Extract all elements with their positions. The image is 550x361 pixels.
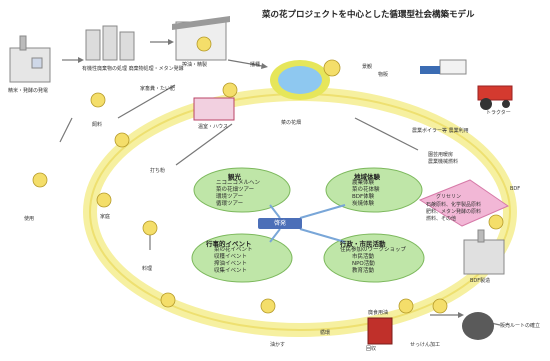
- node-use: 使用: [24, 216, 35, 222]
- connector: [269, 228, 281, 243]
- hub-experience-shape: [325, 167, 423, 213]
- hub-events-line: 収集イベント: [214, 268, 248, 274]
- field-illustration: [270, 60, 330, 100]
- boiler-illustration: [463, 229, 505, 275]
- node-waste-oil: 廃食用油: [368, 310, 389, 316]
- arrow: [117, 84, 176, 119]
- hub-tourism-line: ニコニコメルヘン: [216, 180, 261, 186]
- hub-events-title: 行事的イベント: [206, 240, 252, 248]
- hub-experience-line: 菜の花体験: [352, 187, 380, 193]
- hub-tourism-line: 環境ツアー: [216, 194, 244, 200]
- node-oil-cake: 油かす: [270, 342, 286, 348]
- node-glycerin-sub: 肥料、メタン発酵の原料: [426, 209, 482, 215]
- node-soap: せっけん加工: [410, 342, 441, 348]
- arrow-head: [458, 312, 464, 318]
- node-field: 菜の花畑: [281, 120, 302, 126]
- diagram-title: 菜の花プロジェクトを中心とした循環型社会構築モデル: [262, 10, 475, 20]
- tractor-illustration: [477, 85, 513, 110]
- node-sale-route: 販売ルートの確立: [500, 323, 541, 329]
- hub-civic-title: 行政・市民活動: [340, 240, 386, 248]
- node-bdf-plant: BDF製造: [470, 278, 491, 284]
- node-boiler-sub: 園芸用暖房: [428, 152, 454, 158]
- hub-civic-line: 教育活動: [352, 268, 375, 274]
- arrow: [175, 123, 233, 166]
- arrow: [227, 59, 263, 67]
- hub-experience-line: BDF体験: [352, 194, 375, 200]
- connector: [269, 204, 281, 219]
- hub-experience-line: 農業体験: [352, 180, 375, 186]
- hub-tourism-line: 循環ツアー: [216, 201, 244, 207]
- hub-civic-shape: [323, 233, 425, 283]
- characters: [32, 36, 504, 314]
- hub-events-shape: [191, 233, 293, 283]
- hub-experience-line: 炭焼体験: [352, 201, 375, 207]
- biogas-tanks-illustration: [85, 25, 135, 61]
- node-biogas: 有機性廃棄物の処理 廃棄物処理・メタン発酵: [82, 66, 184, 72]
- arrow-head: [261, 63, 268, 69]
- hub-tourism-title: 観光: [228, 173, 241, 181]
- node-sales: 物販: [378, 72, 389, 78]
- center-label: 啓発: [258, 218, 302, 229]
- hub-civic-line: NPO活動: [352, 261, 375, 267]
- arrow: [59, 117, 73, 143]
- node-rice-mill: 精米・発酵の発電: [8, 88, 49, 94]
- node-topper: 打ち粉: [150, 168, 166, 174]
- node-harvest: 播種: [250, 62, 261, 68]
- connector: [299, 204, 346, 219]
- glycerin-diamond: [418, 179, 510, 227]
- node-ox: 飼料: [92, 122, 103, 128]
- node-glycerin: グリセリン: [436, 194, 462, 200]
- node-boiler-sub: 農業機械燃料: [428, 159, 459, 165]
- hub-civic-line: 市民活動: [352, 254, 375, 260]
- soap-pot-illustration: [462, 312, 494, 340]
- node-bdf-top: BDF: [510, 186, 521, 192]
- arrow: [354, 117, 419, 151]
- node-view: 景観: [362, 64, 373, 70]
- node-greenhouse: 温室・ハウス: [198, 124, 229, 130]
- greenhouse-illustration: [193, 97, 235, 121]
- node-glycerin-sub: 燃料、その他: [426, 216, 457, 222]
- hub-tourism-line: 菜の花畑ツアー: [216, 187, 255, 193]
- node-collect: 回収: [366, 346, 377, 352]
- barrel-illustration: [367, 317, 393, 345]
- hub-events-line: 菜の花イベント: [214, 247, 253, 253]
- hub-tourism-shape: [193, 167, 291, 213]
- rice-mill-illustration: [9, 35, 51, 83]
- connector: [299, 228, 346, 243]
- hub-experience-title: 地域体験: [354, 173, 380, 181]
- truck-illustration: [420, 59, 467, 75]
- node-tractor: トラクター: [486, 110, 511, 116]
- node-fertilize: 家畜糞・たい肥: [140, 86, 176, 92]
- node-home: 家庭: [100, 214, 111, 220]
- arrow-head: [168, 39, 174, 45]
- arrow-head: [78, 57, 84, 63]
- node-cycle: 循環: [320, 330, 331, 336]
- hub-events-line: 搾油イベント: [214, 261, 248, 267]
- hub-civic-line: 住民参加のワークショップ: [340, 247, 407, 253]
- node-boiler: 農業ボイラー等 農業利用: [412, 128, 469, 134]
- node-press: 搾油・精製: [182, 62, 208, 68]
- node-cook: 料理: [142, 266, 153, 272]
- hub-events-line: 収穫イベント: [214, 254, 248, 260]
- node-glycerin-sub: 石鹸原料、化学製品原料: [426, 202, 482, 208]
